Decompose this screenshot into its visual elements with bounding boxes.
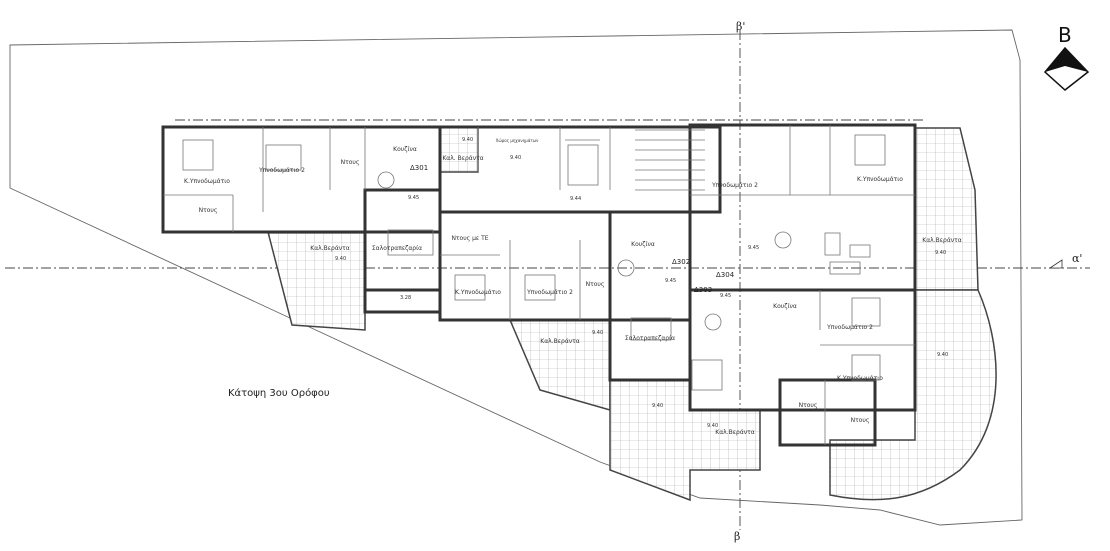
room-label: Ντους [851,417,870,424]
level-marker: 9.40 [652,403,663,409]
apartment-303-baths [778,378,877,447]
room-label: Ντους [799,402,818,409]
room-label: Ντους [341,159,360,166]
apartment-302-living [608,210,692,382]
apartment-303 [688,288,917,412]
furniture [182,134,886,391]
room-label: Χώρος μηχανημάτων [496,138,539,143]
room-label: Ντους [586,281,605,288]
drawing-title: Κάτοψη 3ου Ορόφου [228,387,330,399]
verandah-bottom [609,379,761,502]
level-marker: 9.40 [707,423,718,429]
room-label: Κ.Υπνοδωμάτιο [857,176,903,183]
room-label: Ντους [199,207,218,214]
level-marker: 9.45 [665,278,676,284]
room-label: Καλ. Βεράντα [442,155,483,162]
site-boundary [9,29,1023,526]
room-label: Κ.Υπνοδωμάτιο [184,178,230,185]
room-label: Κ.Υπνοδωμάτιο [837,375,883,382]
door-label: Δ302 [672,258,690,266]
level-marker: 9.44 [570,196,581,202]
level-marker: 9.40 [937,352,948,358]
level-marker: 9.45 [748,245,759,251]
level-marker: 9.40 [935,250,946,256]
door-label: Δ301 [410,164,428,172]
level-marker: 9.40 [462,137,473,143]
door-label: Δ304 [716,271,735,279]
room-label: Κουζίνα [773,303,797,310]
room-label: Σαλοτραπεζαρία [625,335,675,342]
level-marker: 9.40 [592,330,603,336]
apartment-302 [438,210,692,322]
room-label: Καλ.Βεράντα [715,429,754,436]
north-arrow-icon: B [1043,23,1090,91]
section-marker-top: β' [736,20,745,33]
room-label: Ντους με ΤΕ [451,235,488,242]
room-label: Καλ.Βεράντα [922,237,961,244]
verandah-right [914,127,979,291]
north-label: B [1058,23,1072,47]
slab-301 [363,288,442,314]
room-label: Σαλοτραπεζαρία [372,245,422,252]
section-arrow-icon [1048,259,1063,269]
room-label: Υπνοδωμάτιο 2 [526,289,573,296]
level-marker: 9.45 [720,293,731,299]
partitions [163,125,915,445]
section-marker-right: α' [1072,252,1082,265]
level-marker: 9.45 [408,195,419,201]
verandah-small [439,126,479,173]
room-label: Κουζίνα [393,146,417,153]
apartment-304 [688,123,917,292]
room-label: Καλ.Βεράντα [540,338,579,345]
room-label: Καλ.Βεράντα [310,245,349,252]
level-markers: 9.45 9.40 9.40 9.44 9.40 3.28 9.45 9.45 … [335,137,948,429]
level-marker: 3.28 [400,295,411,301]
room-label: Υπνοδωμάτιο 2 [258,167,305,174]
level-marker: 9.40 [510,155,521,161]
room-label: Κουζίνα [631,241,655,248]
room-label: Υπνοδωμάτιο 2 [826,324,873,331]
living-301 [363,188,442,292]
door-label: Δ303 [694,286,712,294]
room-labels: Κ.Υπνοδωμάτιο Υπνοδωμάτιο 2 Ντους Κουζίν… [184,138,962,436]
level-marker: 9.40 [335,256,346,262]
section-marker-bottom: β [734,530,740,543]
room-label: Κ.Υπνοδωμάτιο [455,289,501,296]
room-label: Υπνοδωμάτιο 2 [711,182,758,189]
verandah-curved [829,289,997,501]
